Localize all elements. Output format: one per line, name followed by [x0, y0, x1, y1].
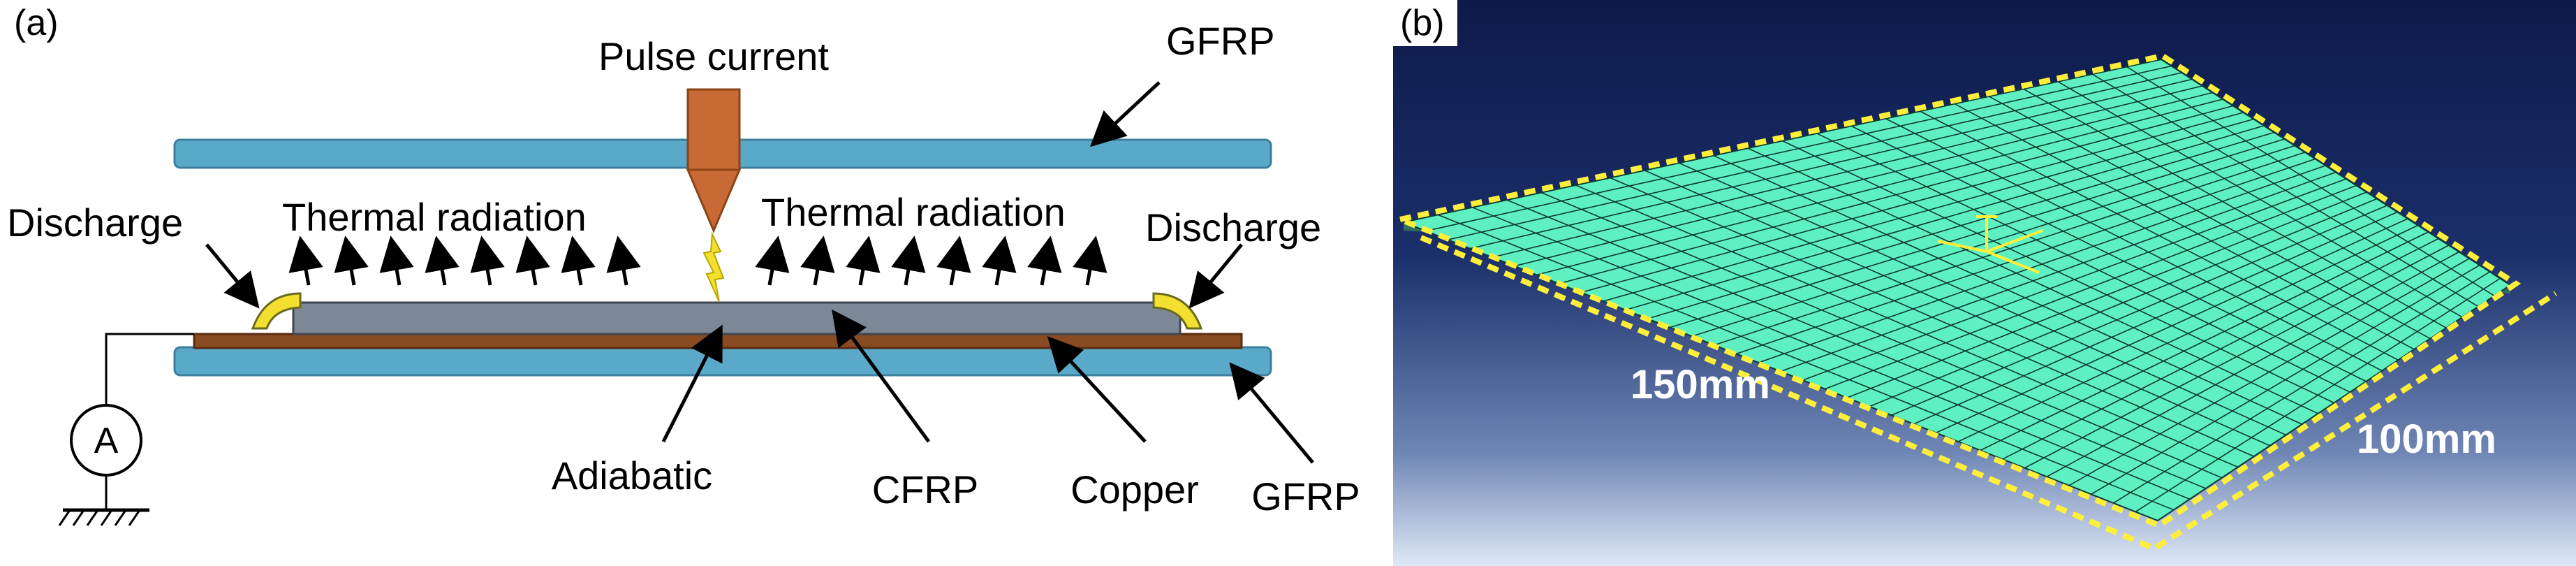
mesh-model: (b) 150mm 100mm [1393, 0, 2558, 552]
boundary-outline [1393, 52, 2522, 529]
label-pulse-current: Pulse current [598, 34, 829, 78]
panel-a-tag: (a) [14, 3, 59, 43]
cfrp-specimen [292, 301, 1182, 335]
label-length-150mm: 150mm [1631, 362, 1770, 407]
label-thermal-left: Thermal radiation [282, 195, 587, 239]
ammeter-label: A [94, 421, 119, 461]
discharge-arc-left [251, 292, 302, 330]
pointer-arrows [205, 81, 1314, 464]
panel-a-schematic: (a) [7, 3, 1360, 526]
label-discharge-right: Discharge [1145, 205, 1321, 249]
panel-b-tag: (b) [1400, 3, 1445, 43]
label-gfrp-top: GFRP [1166, 19, 1275, 63]
mesh-grid [1425, 65, 2501, 513]
gfrp-bottom-plate [173, 346, 1272, 377]
label-discharge-left: Discharge [7, 201, 183, 245]
label-thermal-right: Thermal radiation [761, 190, 1066, 234]
label-width-100mm: 100mm [2357, 416, 2496, 462]
schematic-diagram: (a) [7, 3, 1360, 526]
axis-triad-icon [1937, 215, 2043, 274]
electrode [686, 88, 742, 233]
mesh-plate [1401, 58, 2512, 522]
ammeter-circuit: A [58, 333, 194, 526]
label-gfrp-bottom: GFRP [1251, 474, 1360, 518]
discharge-arc-right [1152, 292, 1203, 330]
boundary-outline-lower [1420, 235, 2558, 552]
label-cfrp: CFRP [872, 467, 978, 511]
panel-b-tag-box [1393, 0, 1457, 46]
thermal-arrows-left [288, 235, 641, 286]
thermal-arrows-right [755, 235, 1107, 286]
panel-b-fe-model: (b) 150mm 100mm [1393, 0, 2576, 566]
label-adiabatic: Adiabatic [552, 453, 712, 498]
spark-icon [702, 231, 725, 303]
label-copper: Copper [1070, 467, 1199, 511]
